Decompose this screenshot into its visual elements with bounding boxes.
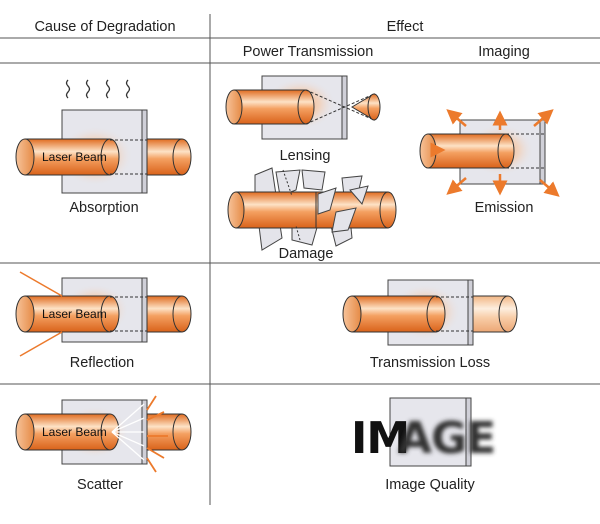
emission-illustration	[419, 109, 560, 197]
emission-arrows	[446, 109, 560, 197]
scatter-illustration: Laser Beam	[15, 395, 192, 473]
lensing-caption: Lensing	[280, 148, 331, 164]
transmission-loss-caption: Transmission Loss	[370, 355, 490, 371]
absorption-illustration: Laser Beam	[15, 79, 192, 194]
heat-waves-icon	[65, 79, 131, 99]
header-cause: Cause of Degradation	[34, 19, 175, 35]
table-grid	[0, 14, 600, 505]
lensing-illustration	[225, 75, 381, 140]
reflection-illustration: Laser Beam	[15, 271, 192, 357]
laser-beam-label-scatter: Laser Beam	[42, 425, 107, 439]
transmission-loss-illustration	[342, 279, 518, 346]
header-imaging: Imaging	[478, 44, 530, 60]
scatter-caption: Scatter	[77, 477, 123, 493]
reflection-caption: Reflection	[70, 355, 134, 371]
damage-illustration	[227, 167, 397, 251]
emission-caption: Emission	[475, 200, 534, 216]
header-effect: Effect	[387, 19, 424, 35]
absorption-caption: Absorption	[69, 200, 138, 216]
damage-caption: Damage	[279, 246, 334, 262]
image-word-sharp: IM	[351, 413, 409, 464]
reflected-ray-top	[19, 271, 63, 297]
scatter-rays	[146, 395, 168, 473]
laser-beam-label-reflection: Laser Beam	[42, 307, 107, 321]
image-quality-caption: Image Quality	[385, 477, 475, 493]
header-power-transmission: Power Transmission	[243, 44, 374, 60]
laser-beam-label: Laser Beam	[42, 150, 107, 164]
image-quality-illustration: IM AGE	[351, 397, 496, 467]
reflected-ray-bottom	[19, 331, 63, 357]
image-word-blurred: AGE	[398, 413, 495, 464]
